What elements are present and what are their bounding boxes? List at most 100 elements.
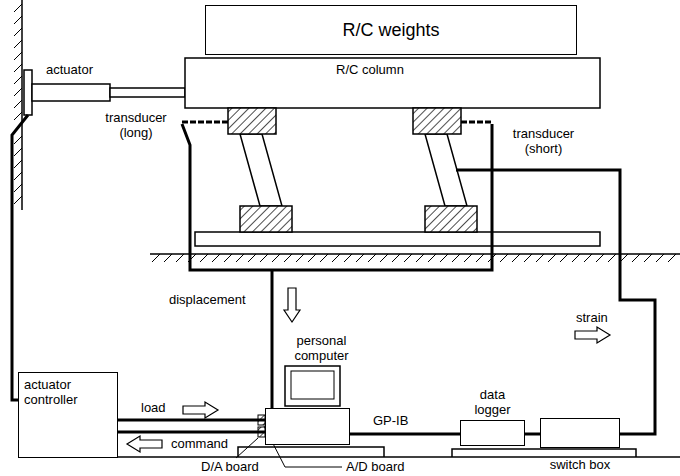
hatch-stroke — [476, 254, 484, 262]
hatch-stroke — [452, 254, 460, 262]
hatch-stroke — [536, 254, 544, 262]
hatch-stroke — [14, 40, 22, 48]
hatch-stroke — [512, 254, 520, 262]
hatch-stroke — [296, 254, 304, 262]
part-name: transducer (short) — [500, 126, 587, 156]
hatch-stroke — [404, 254, 412, 262]
hatch-stroke — [572, 254, 580, 262]
hatch-stroke — [308, 254, 316, 262]
signal-arrow — [575, 327, 610, 343]
rc-beam — [185, 58, 600, 108]
signal-arrow — [127, 436, 162, 452]
signal-name: strain — [575, 310, 609, 325]
hatch-stroke — [320, 254, 328, 262]
hatch-stroke — [260, 254, 268, 262]
hatch-stroke — [272, 254, 280, 262]
hatch-stroke — [164, 254, 172, 262]
computer-box: personal computer — [265, 408, 350, 445]
hatch-stroke — [356, 254, 364, 262]
hatch-stroke — [392, 254, 400, 262]
part-name: R/C column — [335, 62, 405, 77]
controller-box: actuator controller — [18, 372, 118, 458]
hatch-stroke — [344, 254, 352, 262]
computer-monitor — [285, 366, 340, 406]
box-label: R/C weights — [342, 20, 439, 40]
hatch-stroke — [440, 254, 448, 262]
strain-cable — [456, 170, 655, 434]
hatch-stroke — [14, 136, 22, 144]
hatching — [14, 4, 676, 262]
signal-name: load — [140, 400, 167, 415]
hatch-stroke — [14, 16, 22, 24]
actuator-rod — [110, 88, 185, 97]
box-heading: data logger — [467, 387, 519, 417]
part-name: actuator — [45, 62, 94, 77]
part-name: transducer (long) — [95, 110, 177, 140]
column-bottom-stub — [240, 206, 292, 232]
hatch-stroke — [464, 254, 472, 262]
signal-name: displacement — [168, 292, 247, 307]
box-heading: personal computer — [284, 333, 359, 363]
computer-table — [238, 447, 384, 457]
hatch-stroke — [14, 112, 22, 120]
displacement-transducer — [461, 121, 492, 124]
hatch-stroke — [596, 254, 604, 262]
signal-name: command — [170, 436, 229, 451]
hatch-stroke — [200, 254, 208, 262]
logger-box: data logger — [460, 420, 525, 446]
hatch-stroke — [248, 254, 256, 262]
actuator-cable — [12, 115, 28, 400]
hatch-stroke — [236, 254, 244, 262]
column-bottom-stub — [425, 206, 477, 232]
hatch-stroke — [176, 254, 184, 262]
hatch-stroke — [644, 254, 652, 262]
foundation-slab — [195, 232, 600, 246]
column-top-stub — [228, 108, 276, 134]
hatch-stroke — [14, 28, 22, 36]
leader-line — [236, 438, 258, 458]
hatch-stroke — [656, 254, 664, 262]
reaction-wall — [21, 0, 23, 210]
switch-box: switch box — [540, 418, 620, 448]
hatch-stroke — [212, 254, 220, 262]
logger-table — [452, 449, 636, 457]
cable-connector — [525, 433, 540, 436]
hatch-stroke — [548, 254, 556, 262]
hatch-stroke — [14, 4, 22, 12]
hatch-stroke — [14, 64, 22, 72]
signal-arrow — [284, 288, 300, 322]
hatch-stroke — [428, 254, 436, 262]
hatch-stroke — [14, 88, 22, 96]
hatch-stroke — [14, 160, 22, 168]
box-label: actuator controller — [19, 373, 117, 411]
cable-connector — [118, 431, 265, 434]
hatch-stroke — [380, 254, 388, 262]
rc-column — [240, 134, 282, 206]
cable-connector — [118, 419, 265, 422]
hatch-stroke — [332, 254, 340, 262]
hatch-stroke — [632, 254, 640, 262]
hatch-stroke — [608, 254, 616, 262]
hatch-stroke — [416, 254, 424, 262]
hatch-stroke — [14, 52, 22, 60]
displacement-cable — [271, 270, 274, 408]
displacement-transducer — [182, 121, 228, 124]
monitor-screen — [291, 371, 334, 399]
hatch-stroke — [584, 254, 592, 262]
hatch-stroke — [284, 254, 292, 262]
hatch-stroke — [224, 254, 232, 262]
hatch-stroke — [14, 148, 22, 156]
hatch-stroke — [14, 76, 22, 84]
hatch-stroke — [14, 196, 22, 204]
hatch-stroke — [500, 254, 508, 262]
hatch-stroke — [560, 254, 568, 262]
hatch-stroke — [368, 254, 376, 262]
ground-line — [150, 253, 680, 255]
hatch-stroke — [14, 184, 22, 192]
column-top-stub — [413, 108, 461, 134]
actuator-flange — [24, 70, 32, 115]
part-name: A/D board — [345, 459, 406, 474]
actuator-cylinder — [32, 84, 110, 101]
box-heading: switch box — [541, 457, 619, 472]
part-name: D/A board — [200, 459, 260, 474]
